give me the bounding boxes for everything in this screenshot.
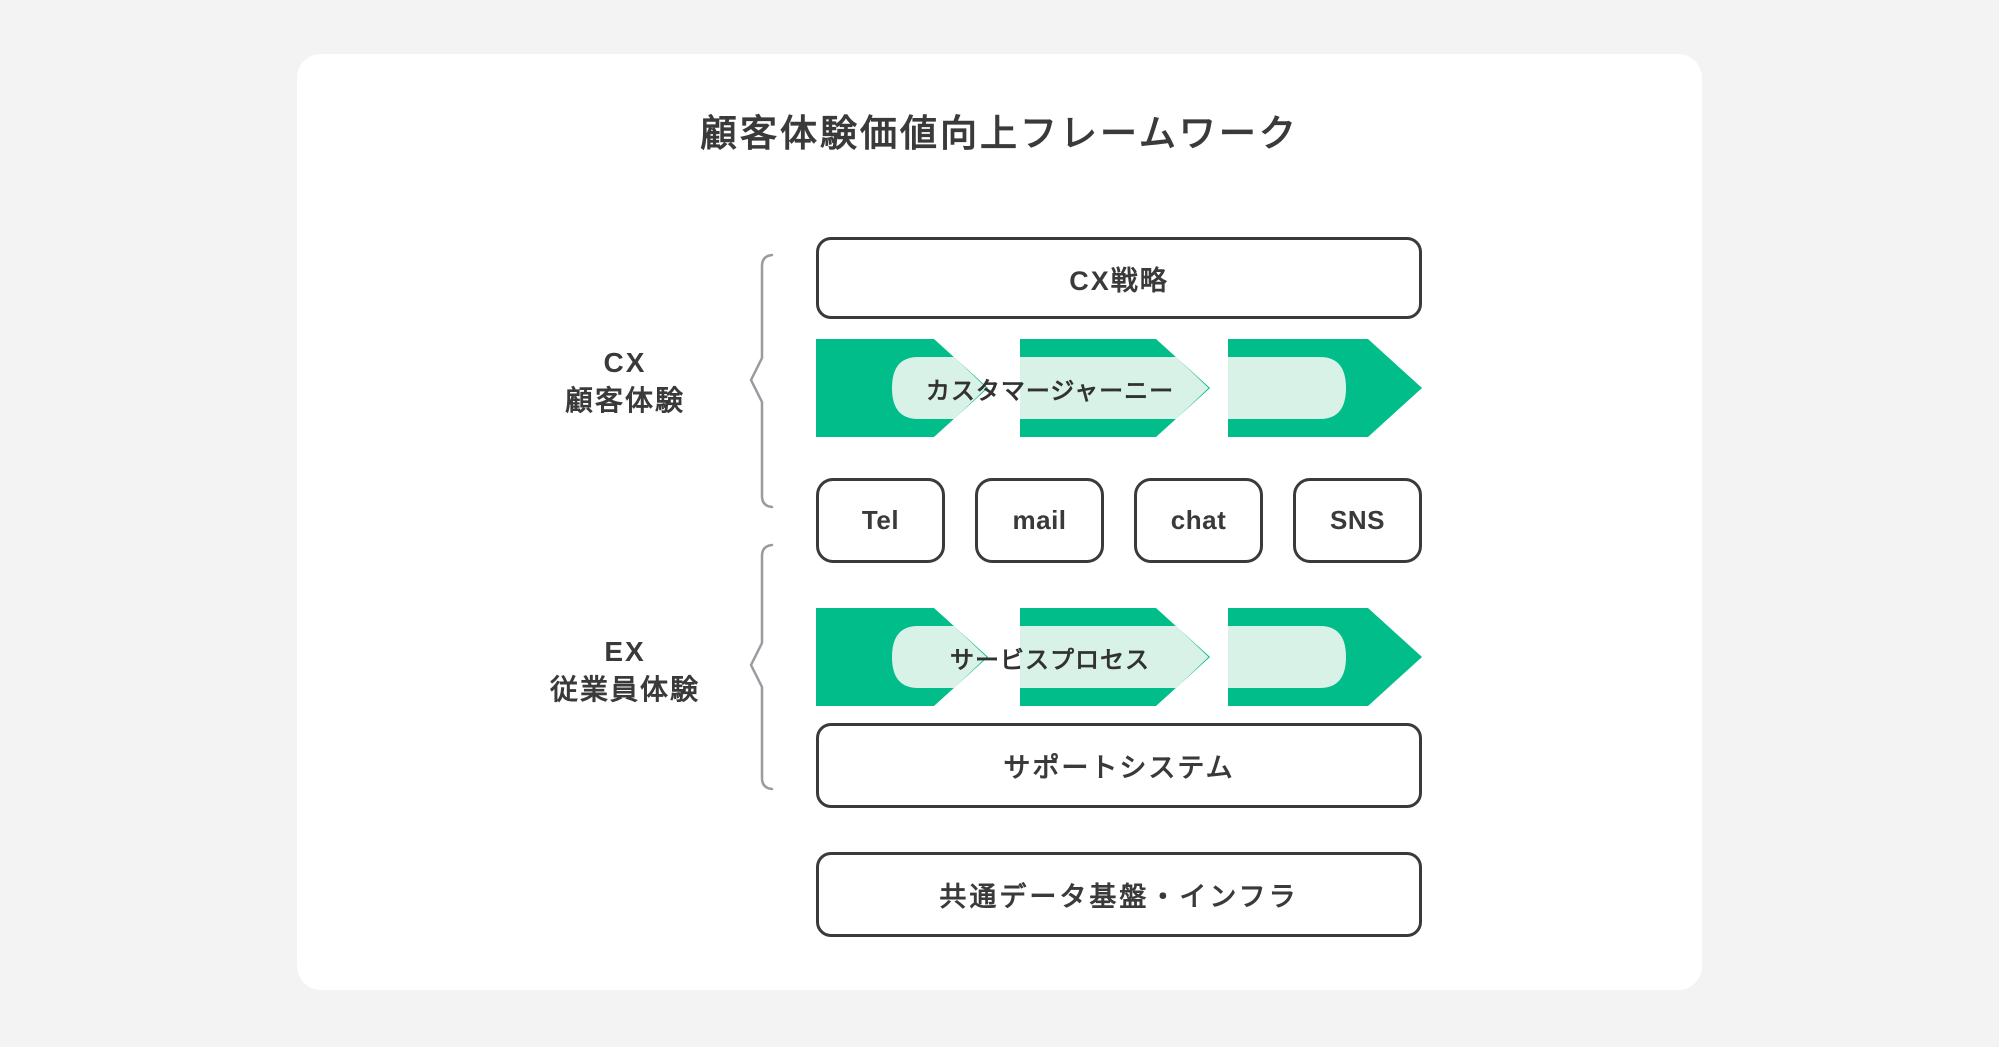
cx-strategy-label: CX戦略 (1069, 265, 1169, 296)
service-process-arrows (816, 608, 1422, 706)
service-process-label: サービスプロセス (950, 646, 1150, 674)
cx-strategy-box: CX戦略 (816, 237, 1422, 319)
arrow-inner-band (1228, 626, 1346, 688)
group-label-ex: EX 従業員体験 (515, 633, 735, 709)
arrow-inner-band (1020, 357, 1209, 419)
channel-box-tel: Tel (816, 478, 945, 563)
support-system-label: サポートシステム (1003, 753, 1235, 783)
cx-brace (749, 253, 774, 509)
channel-box-sns: SNS (1293, 478, 1422, 563)
group-ex-name: 従業員体験 (549, 674, 700, 705)
group-cx-name: 顧客体験 (564, 385, 685, 416)
arrow-inner-band (892, 357, 987, 419)
support-system-box: サポートシステム (816, 723, 1422, 808)
common-infra-box: 共通データ基盤・インフラ (816, 852, 1422, 937)
channel-box-mail: mail (975, 478, 1104, 563)
channel-chat-label: chat (1170, 505, 1227, 535)
page-title: 顧客体験価値向上フレームワーク (700, 113, 1299, 154)
common-infra-label: 共通データ基盤・インフラ (939, 882, 1299, 912)
group-label-cx: CX 顧客体験 (515, 344, 735, 420)
channel-mail-label: mail (1012, 505, 1067, 535)
channel-box-chat: chat (1134, 478, 1263, 563)
arrow-inner-band (1020, 626, 1209, 688)
channel-sns-label: SNS (1330, 505, 1385, 535)
ex-brace (749, 543, 774, 791)
arrow-inner-band (1228, 357, 1346, 419)
customer-journey-arrows (816, 339, 1422, 437)
group-ex-abbr: EX (604, 636, 646, 667)
customer-journey-label: カスタマージャーニー (925, 377, 1175, 405)
channel-tel-label: Tel (861, 505, 900, 535)
group-cx-abbr: CX (603, 347, 647, 378)
arrow-inner-band (892, 626, 987, 688)
